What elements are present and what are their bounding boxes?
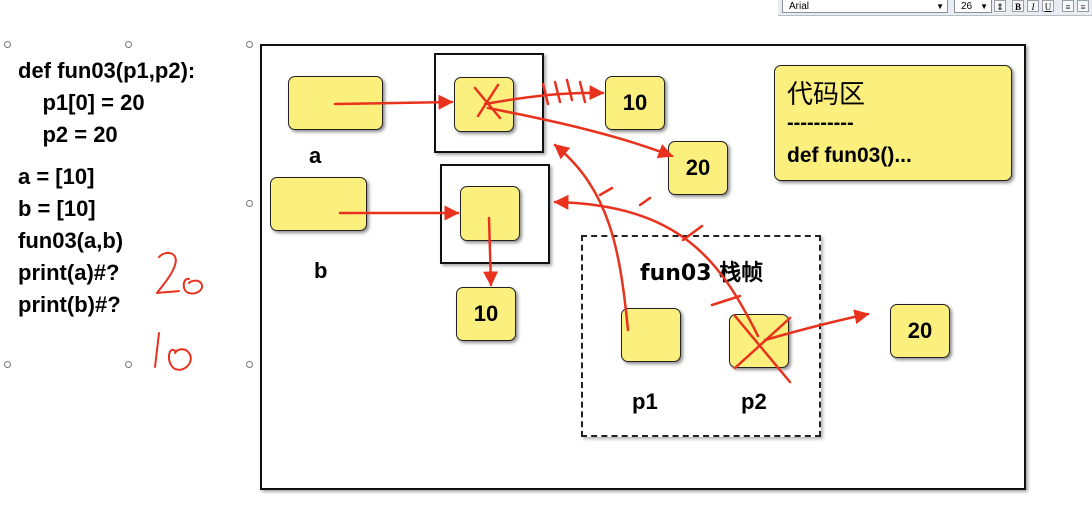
font-size-stepper[interactable]: ⇕ <box>994 0 1006 12</box>
code-line: print(a)#? <box>18 260 120 285</box>
param-p1-box <box>621 308 681 362</box>
code-line: print(b)#? <box>18 292 121 317</box>
font-name-select[interactable]: Arial ▼ <box>782 0 948 13</box>
param-p2-label: p2 <box>741 389 767 414</box>
code-line: p1[0] = 20 <box>18 90 145 115</box>
stack-frame-title: fun03 栈帧 <box>640 261 764 286</box>
arrow-p1-to-list-a <box>553 143 630 332</box>
selection-handle[interactable] <box>246 41 253 48</box>
selection-handle[interactable] <box>125 361 132 368</box>
code-line: fun03(a,b) <box>18 228 124 253</box>
selection-handle[interactable] <box>246 200 253 207</box>
code-area-box: 代码区 ---------- def fun03()... <box>774 65 1012 181</box>
param-p1-label: p1 <box>632 389 658 414</box>
value-10-old: 10 <box>605 76 665 130</box>
param-p2-box <box>729 314 789 368</box>
cross-out-mark <box>733 314 792 384</box>
handwritten-answer-10 <box>154 332 192 371</box>
variable-b-label: b <box>314 258 328 283</box>
hatch-mark <box>681 224 742 307</box>
hatch-mark <box>598 186 652 207</box>
memory-diagram-frame <box>260 44 1026 490</box>
value-10-list-b: 10 <box>456 287 516 341</box>
bold-button[interactable]: B <box>1012 0 1024 12</box>
selection-handle[interactable] <box>4 361 11 368</box>
arrow-list-a-to-20 <box>486 106 674 159</box>
arrow-p2-to-list-b <box>553 194 760 338</box>
formatting-toolbar: Arial ▼ 26 ▼ ⇕ B I U ≡ ≡ <box>778 0 1092 16</box>
arrow-a-to-list-a <box>333 94 454 110</box>
variable-a-label: a <box>309 143 322 168</box>
chevron-down-icon: ▼ <box>936 2 944 11</box>
selection-handle[interactable] <box>125 41 132 48</box>
arrow-p2-to-20 <box>763 309 870 342</box>
code-line: a = [10] <box>18 164 95 189</box>
italic-button[interactable]: I <box>1027 0 1039 12</box>
fun03-stack-frame <box>581 235 821 437</box>
arrow-list-b-to-10 <box>483 216 499 287</box>
chevron-down-icon: ▼ <box>980 2 988 11</box>
value-20-list-a: 20 <box>668 141 728 195</box>
align-center-icon[interactable]: ≡ <box>1077 0 1089 12</box>
selection-handle[interactable] <box>246 361 253 368</box>
code-line: b = [10] <box>18 196 96 221</box>
value-20-p2: 20 <box>890 304 950 358</box>
code-line: p2 = 20 <box>18 122 118 147</box>
align-left-icon[interactable]: ≡ <box>1062 0 1074 12</box>
code-area-title: 代码区 <box>787 80 866 110</box>
code-line: def fun03(p1,p2): <box>18 58 196 83</box>
selection-handle[interactable] <box>4 41 11 48</box>
variable-b-box <box>270 177 367 231</box>
underline-button[interactable]: U <box>1042 0 1054 12</box>
code-area-content: def fun03()... <box>787 144 912 167</box>
handwritten-answer-20 <box>156 251 203 295</box>
handwritten-answers <box>154 251 203 371</box>
code-area-divider: ---------- <box>787 112 854 134</box>
hatch-mark <box>541 78 587 106</box>
cross-out-mark <box>473 83 502 120</box>
font-name-value: Arial <box>789 1 810 12</box>
font-size-value: 26 <box>961 1 973 12</box>
font-size-select[interactable]: 26 ▼ <box>954 0 992 13</box>
